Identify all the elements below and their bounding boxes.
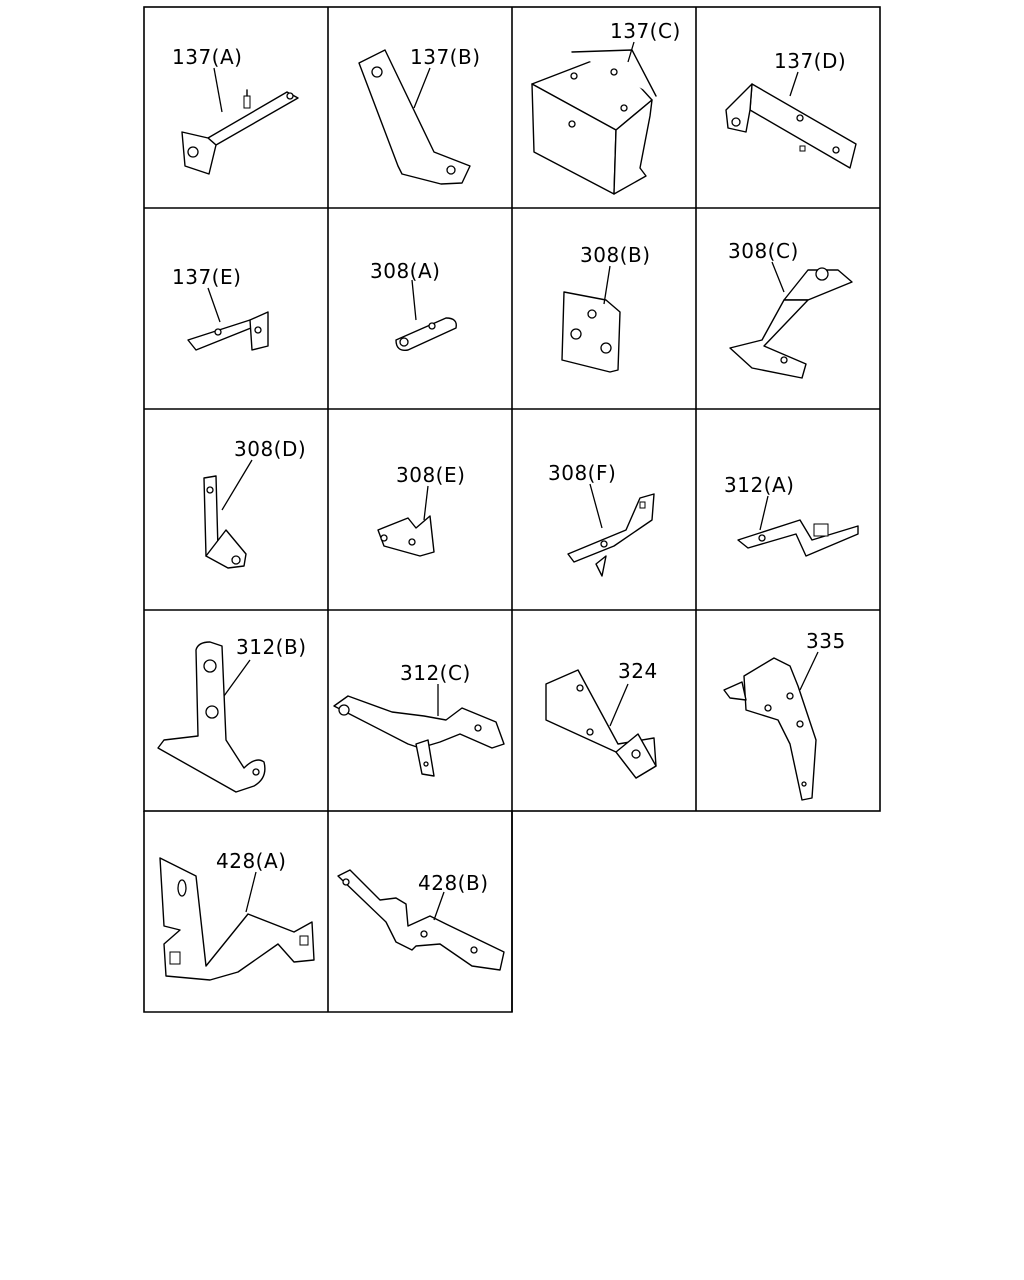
part-label-335: 335 [806,629,846,653]
bracket-308a-drawing [395,317,457,351]
part-312b: 312(B) [157,635,307,793]
bracket-428b-drawing [337,869,505,971]
bracket-308c-drawing [729,267,853,379]
part-label-137e: 137(E) [172,265,241,289]
part-308e: 308(E) [377,463,465,557]
part-label-308b: 308(B) [580,243,651,267]
part-label-137b: 137(B) [410,45,481,69]
part-label-312a: 312(A) [724,473,794,497]
bracket-312c-drawing [333,695,505,777]
part-308c: 308(C) [728,239,853,379]
part-label-308e: 308(E) [396,463,465,487]
part-137d: 137(D) [725,49,857,169]
part-label-308f: 308(F) [548,461,616,485]
bracket-308b-drawing [561,291,621,373]
part-label-428b: 428(B) [418,871,489,895]
part-308b: 308(B) [561,243,651,373]
part-308a: 308(A) [370,259,457,351]
bracket-312b-drawing [157,641,266,793]
part-label-308d: 308(D) [234,437,306,461]
bracket-137d-drawing [725,83,857,169]
part-137b: 137(B) [358,45,481,185]
part-312a: 312(A) [724,473,859,557]
bracket-308d-drawing [203,475,247,569]
part-137a: 137(A) [172,45,299,175]
part-137e: 137(E) [172,265,269,351]
parts-grid [143,6,881,1013]
part-label-324: 324 [618,659,658,683]
part-label-312b: 312(B) [236,635,307,659]
bracket-137c-drawing [531,49,657,195]
part-label-137a: 137(A) [172,45,242,69]
part-label-428a: 428(A) [216,849,286,873]
part-335: 335 [723,629,846,801]
bracket-312a-drawing [737,519,859,557]
part-308f: 308(F) [548,461,655,577]
part-137c: 137(C) [531,19,681,195]
part-label-137c: 137(C) [610,19,681,43]
part-428b: 428(B) [337,869,505,971]
part-label-308a: 308(A) [370,259,440,283]
bracket-137a-drawing [181,89,299,175]
part-312c: 312(C) [333,661,505,777]
bracket-137e-drawing [187,311,269,351]
part-428a: 428(A) [159,849,315,981]
bracket-308e-drawing [377,515,435,557]
bracket-137b-drawing [358,49,471,185]
bracket-335-drawing [723,657,817,801]
part-label-137d: 137(D) [774,49,846,73]
bracket-308f-drawing [567,493,655,577]
bracket-428a-drawing [159,857,315,981]
part-308d: 308(D) [203,437,306,569]
part-label-312c: 312(C) [400,661,471,685]
part-label-308c: 308(C) [728,239,799,263]
bracket-324-drawing [545,669,657,779]
part-324: 324 [545,659,658,779]
